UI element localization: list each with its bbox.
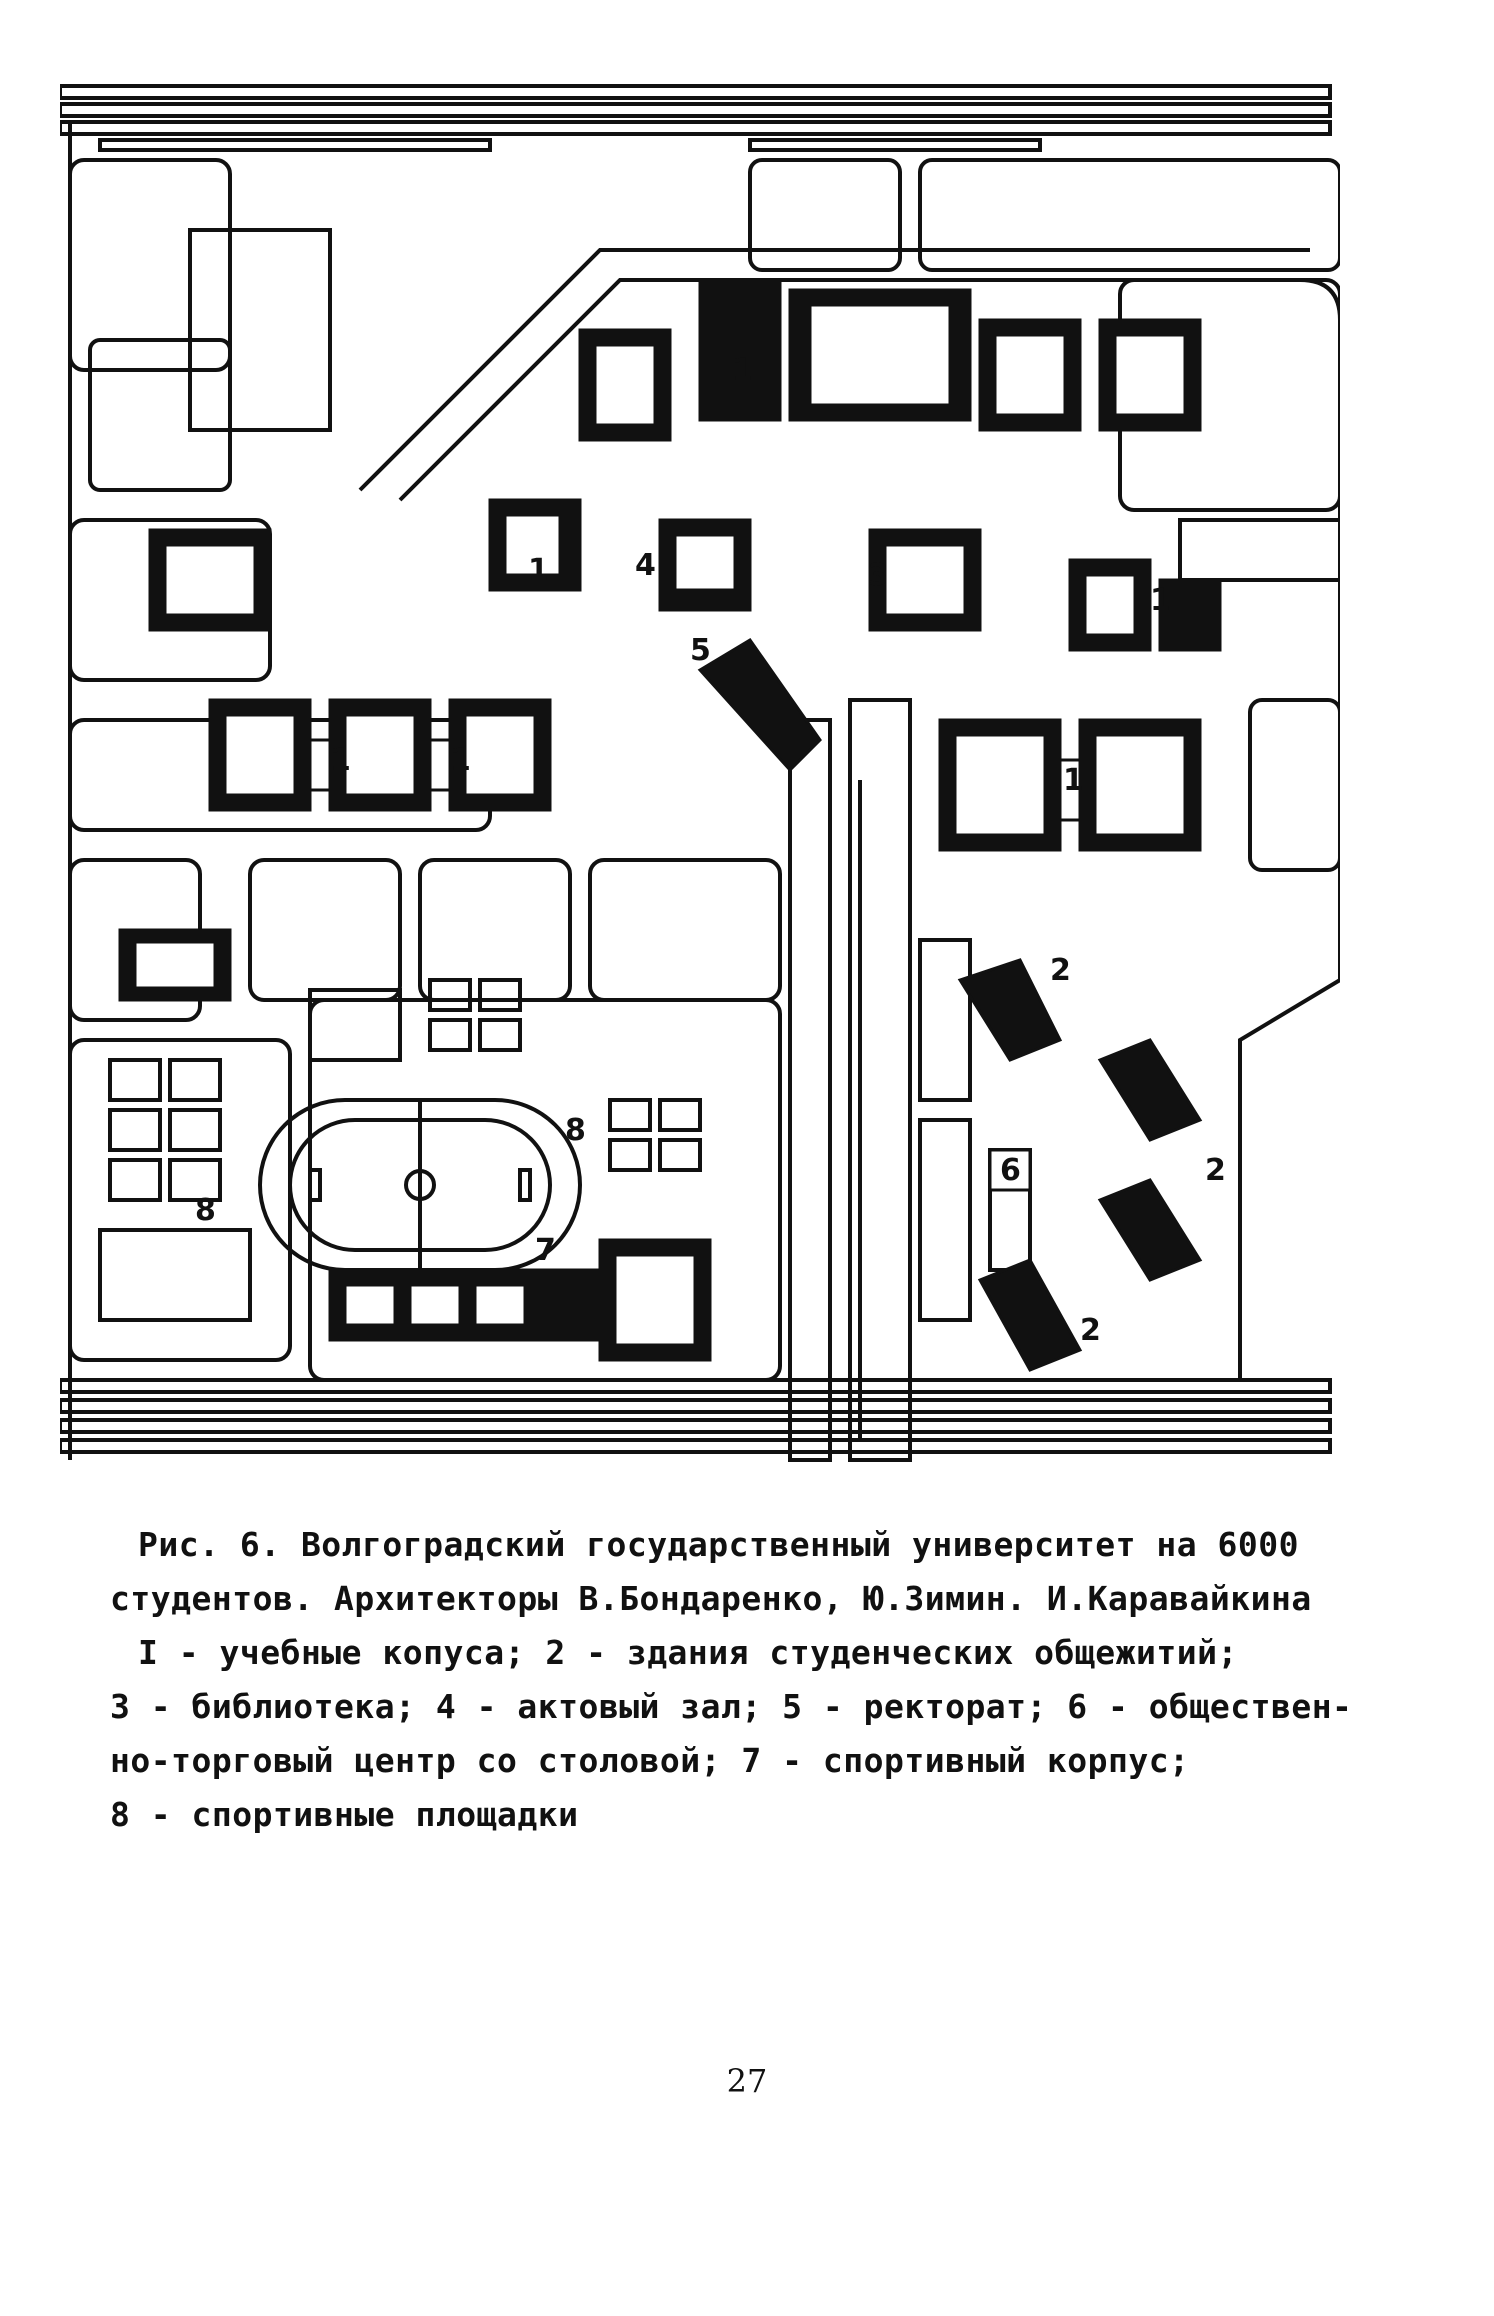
caption-line: но-торговый центр со столовой; 7 - спорт… bbox=[110, 1741, 1190, 1780]
label-teaching-east: 1 bbox=[1150, 583, 1171, 618]
label-teaching-right: 1 bbox=[1063, 763, 1084, 798]
label-teaching-top: 1 bbox=[732, 353, 753, 388]
central-complex bbox=[488, 498, 1222, 652]
figure-caption: Рис. 6. Волгоградский государственный ун… bbox=[110, 1518, 1353, 1842]
label-library: 3 bbox=[868, 558, 889, 593]
dormitories bbox=[957, 958, 1203, 1372]
label-grounds-1: 8 bbox=[565, 1113, 586, 1148]
sport-courts-left bbox=[98, 1058, 252, 1322]
label-dorm-1: 2 bbox=[1050, 953, 1071, 988]
sport-hall bbox=[328, 1238, 712, 1362]
page-number: 27 bbox=[726, 2062, 768, 2100]
stadium bbox=[258, 1098, 582, 1272]
label-grounds-2: 8 bbox=[195, 1193, 216, 1228]
label-dorm-2: 2 bbox=[1205, 1153, 1226, 1188]
courts-block bbox=[308, 988, 402, 1062]
label-teaching-left-1: 1 bbox=[330, 743, 351, 778]
bottom-road bbox=[60, 1378, 1332, 1454]
label-center: 6 bbox=[1000, 1153, 1021, 1188]
central-boulevard bbox=[788, 698, 912, 1462]
teaching-blocks-top bbox=[578, 278, 1202, 442]
label-hall: 4 bbox=[635, 548, 656, 583]
caption-line: студентов. Архитекторы В.Бондаренко, Ю.З… bbox=[110, 1579, 1312, 1618]
public-center bbox=[988, 1148, 1032, 1192]
caption-line: I - учебные копуса; 2 - здания студенчес… bbox=[138, 1633, 1238, 1672]
top-road bbox=[60, 84, 1332, 152]
sport-courts-top bbox=[428, 978, 702, 1172]
label-sport-hall: 7 bbox=[535, 1233, 556, 1268]
caption-line: Рис. 6. Волгоградский государственный ун… bbox=[138, 1525, 1299, 1564]
label-dorm-3: 2 bbox=[1080, 1313, 1101, 1348]
campus-site-plan: 1 1 1 1 1 1 2 2 2 3 4 5 6 7 8 8 bbox=[60, 84, 1340, 1462]
caption-line: 3 - библиотека; 4 - актовый зал; 5 - рек… bbox=[110, 1687, 1353, 1726]
caption-line: 8 - спортивные площадки bbox=[110, 1795, 579, 1834]
label-teaching-left-2: 1 bbox=[450, 743, 471, 778]
rectorate bbox=[697, 637, 822, 773]
label-teaching-central: 1 bbox=[528, 553, 549, 588]
label-rectorate: 5 bbox=[690, 633, 711, 668]
teaching-blocks-right bbox=[938, 718, 1202, 852]
